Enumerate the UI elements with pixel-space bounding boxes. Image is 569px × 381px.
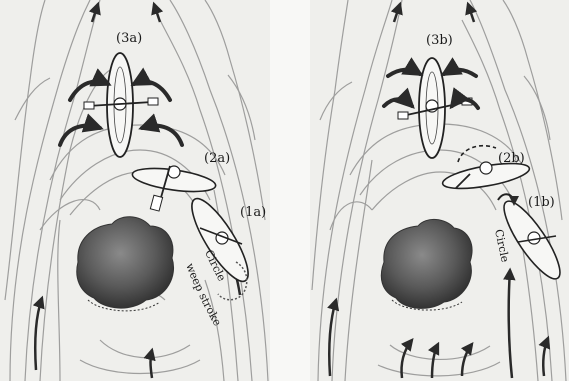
left-panel: (3a) (2a) (1a) Circle weep stroke [0, 0, 270, 381]
label-2b: (2b) [498, 151, 525, 166]
label-1a: (1a) [240, 205, 266, 220]
label-3b: (3b) [426, 33, 453, 48]
label-3a: (3a) [116, 31, 142, 46]
right-panel-background [310, 0, 569, 381]
label-1b: (1b) [528, 195, 555, 210]
right-panel: (3b) (2b) (1b) Circle [310, 0, 569, 381]
label-2a: (2a) [204, 151, 230, 166]
panel-divider [270, 0, 310, 381]
